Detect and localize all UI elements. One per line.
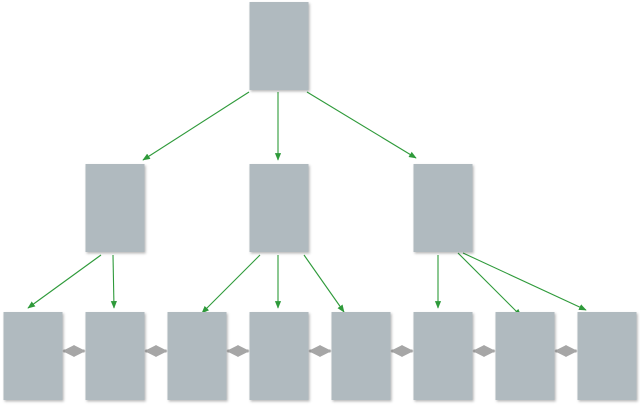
node-mid-right bbox=[413, 164, 473, 252]
node-leaf-1 bbox=[3, 312, 63, 400]
edge-mid-right-to-leaf-8 bbox=[462, 252, 587, 311]
node-leaf-4 bbox=[249, 312, 309, 400]
edge-mid-left-to-leaf-1 bbox=[27, 254, 102, 309]
node-leaf-7 bbox=[495, 312, 555, 400]
node-leaf-8 bbox=[577, 312, 637, 400]
edge-root-to-mid-left bbox=[142, 91, 250, 161]
node-leaf-2 bbox=[85, 312, 145, 400]
edge-mid-right-to-leaf-7 bbox=[457, 252, 522, 317]
edge-layer bbox=[27, 91, 587, 317]
edge-mid-center-to-leaf-3 bbox=[201, 254, 261, 314]
node-mid-left bbox=[85, 164, 145, 252]
node-leaf-5 bbox=[331, 312, 391, 400]
edge-root-to-mid-right bbox=[306, 91, 417, 159]
edge-mid-left-to-leaf-2 bbox=[110, 254, 117, 309]
edge-mid-center-to-leaf-5 bbox=[303, 254, 345, 313]
node-layer bbox=[3, 2, 637, 400]
node-mid-center bbox=[249, 164, 309, 252]
node-leaf-3 bbox=[167, 312, 227, 400]
node-root bbox=[249, 2, 309, 90]
node-leaf-6 bbox=[413, 312, 473, 400]
